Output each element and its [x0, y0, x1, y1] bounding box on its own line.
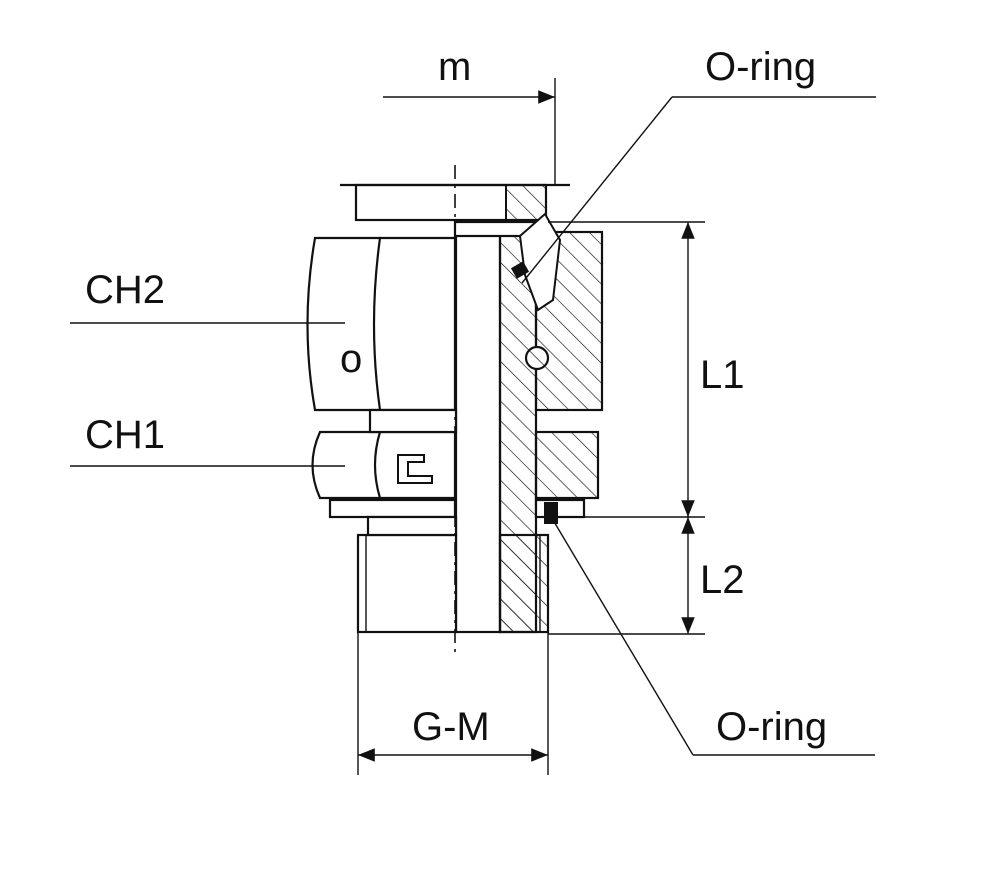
o-ring-bottom-callout: O-ring [552, 519, 875, 756]
ch1-callout: CH1 [70, 413, 345, 467]
nut-mark: o [340, 337, 362, 381]
label-o-ring-top: O-ring [705, 45, 816, 89]
o-ring-top-callout: O-ring [521, 45, 876, 284]
label-g-m: G-M [412, 705, 490, 749]
label-l1: L1 [700, 353, 745, 397]
dimension-g-m: G-M [357, 632, 549, 775]
label-l2: L2 [700, 558, 745, 602]
dimension-m: m [383, 45, 556, 185]
label-o-ring-bottom: O-ring [716, 705, 827, 749]
hex-body-ch1 [311, 408, 600, 524]
label-m: m [438, 45, 471, 89]
dimension-l1-l2: L1 L2 [548, 221, 745, 635]
threaded-end [356, 515, 550, 634]
ch2-callout: CH2 [70, 268, 345, 324]
tube-stub [340, 183, 570, 222]
swivel-nut-ch2: o [306, 230, 604, 412]
label-ch1: CH1 [85, 413, 165, 457]
o-ring-small [510, 261, 530, 279]
label-ch2: CH2 [85, 268, 165, 312]
